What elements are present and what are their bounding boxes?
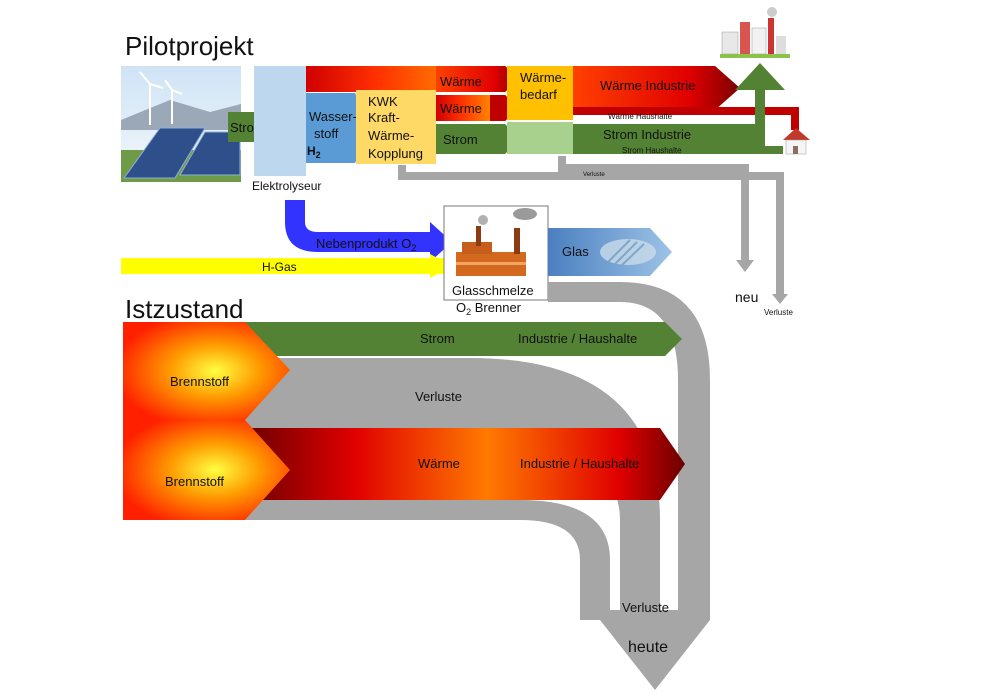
pilot-title: Pilotprojekt: [125, 31, 254, 61]
glass-tubes-icon: [600, 239, 656, 266]
verluste-right-label: Verluste: [764, 308, 793, 317]
nebenprodukt-arrow: [285, 200, 452, 262]
brennstoff2-box: [123, 420, 290, 520]
h2-label: H2: [307, 144, 321, 160]
neu-label: neu: [735, 289, 758, 305]
hgas-band: [121, 258, 451, 274]
wasserstoff-arrow: [306, 93, 372, 163]
verluste-small-label: Verluste: [583, 172, 605, 178]
waermebedarf-label2: bedarf: [520, 87, 557, 102]
elektrolyseur-label: Elektrolyseur: [252, 179, 321, 193]
waerme-haushalte-band: [573, 107, 799, 130]
waerme-industrie-band: [573, 66, 740, 110]
waermebedarf-label1: Wärme-: [520, 70, 566, 85]
strom-industrie-band: [573, 63, 785, 154]
glasschmelze-label: Glasschmelze: [452, 283, 534, 298]
o2brenner-label: O2 Brenner: [456, 300, 522, 317]
heute-label: heute: [628, 639, 668, 656]
strom-current-label: Strom: [420, 331, 455, 346]
waerme-haushalte-label: Wärme Haushalte: [608, 112, 673, 121]
solar-wind-image: [121, 66, 241, 182]
industrie-haushalte1-label: Industrie / Haushalte: [518, 331, 637, 346]
nebenprodukt-label: Nebenprodukt O2: [316, 236, 416, 253]
verluste-current-label: Verluste: [415, 389, 462, 404]
kwk-box: [356, 90, 436, 164]
kwk-label1: KWK: [368, 94, 398, 109]
wasserstoff-label: Wasser-: [309, 109, 357, 124]
strom-industrie-label: Strom Industrie: [603, 127, 691, 142]
waermebedarf-box: [507, 66, 573, 120]
waerme-current-arrow: [245, 428, 685, 500]
waerme-industrie-label: Wärme Industrie: [600, 78, 695, 93]
elektrolyseur-box: [254, 66, 306, 176]
current-title: Istzustand: [125, 294, 244, 324]
brennstoff2-label: Brennstoff: [165, 474, 224, 489]
industry-icon: [720, 7, 790, 58]
glas-label: Glas: [562, 244, 589, 259]
waerme-mid-label: Wärme: [440, 101, 482, 116]
strom-haushalte-label: Strom Haushalte: [622, 146, 682, 155]
wasserstoff-label2: stoff: [314, 126, 339, 141]
strom-mid-label: Strom: [443, 132, 478, 147]
waerme-top-label: Wärme: [440, 74, 482, 89]
glasschmelze-box: [443, 205, 549, 301]
verluste-bottom-label: Verluste: [622, 600, 669, 615]
verluste-flow-glas: [548, 282, 710, 615]
strom-mid-band: [436, 124, 520, 154]
industrie-haushalte2-label: Industrie / Haushalte: [520, 456, 639, 471]
waerme-current-label: Wärme: [418, 456, 460, 471]
kwk-label4: Kopplung: [368, 146, 423, 161]
kwk-label2: Kraft-: [368, 110, 400, 125]
verluste-line-right: [398, 165, 784, 296]
neu-line: [558, 156, 749, 262]
brennstoff1-label: Brennstoff: [170, 374, 229, 389]
brennstoff1-box: [123, 322, 290, 420]
hgas-label: H-Gas: [262, 260, 297, 274]
verluste-flow-lower: [245, 500, 610, 620]
strom-junction: [507, 122, 573, 154]
strom-current-arrow: [245, 322, 682, 356]
kwk-label3: Wärme-: [368, 128, 414, 143]
house-icon: [783, 128, 810, 155]
